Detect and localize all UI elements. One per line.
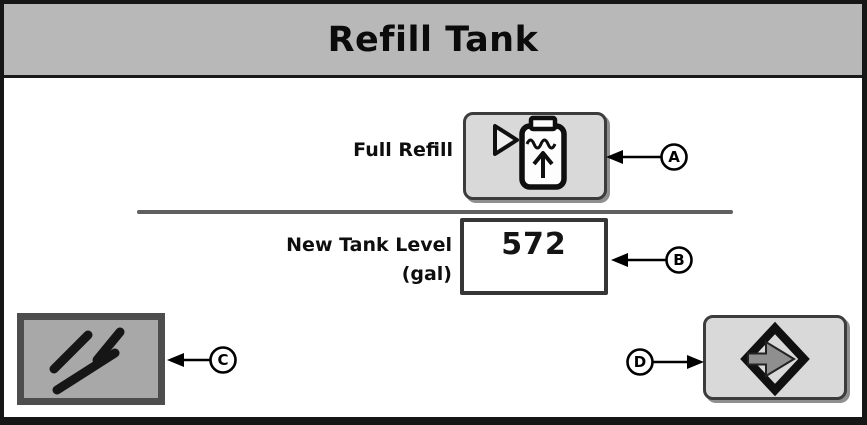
enter-diamond-arrow-icon [740, 321, 810, 397]
accept-button[interactable] [703, 315, 847, 400]
cancel-button[interactable] [17, 313, 165, 405]
callout-a-letter: A [668, 148, 680, 166]
section-divider [137, 210, 733, 214]
tank-fill-up-icon [493, 115, 567, 190]
triple-slash-icon [49, 327, 125, 395]
new-tank-level-label: New Tank Level (gal) [143, 231, 452, 289]
callout-d-arrow [687, 355, 704, 369]
page-title: Refill Tank [327, 19, 539, 60]
callout-b-letter: B [673, 251, 684, 269]
callout-a: A [606, 143, 688, 171]
new-tank-level-label-line1: New Tank Level [286, 234, 452, 256]
title-bar: Refill Tank [4, 4, 862, 78]
full-refill-button[interactable] [463, 112, 607, 200]
full-refill-label: Full Refill [353, 139, 453, 161]
callout-d-letter: D [634, 353, 646, 371]
callout-c-arrow [167, 353, 184, 367]
new-tank-level-input[interactable]: 572 [460, 218, 608, 295]
callout-a-arrow [606, 150, 623, 164]
callout-d: D [626, 348, 704, 376]
new-tank-level-label-line2: (gal) [401, 263, 452, 285]
new-tank-level-value: 572 [501, 227, 567, 262]
callout-c: C [167, 346, 237, 374]
callout-b: B [611, 246, 693, 274]
callout-c-letter: C [217, 351, 228, 369]
callout-b-arrow [611, 253, 628, 267]
